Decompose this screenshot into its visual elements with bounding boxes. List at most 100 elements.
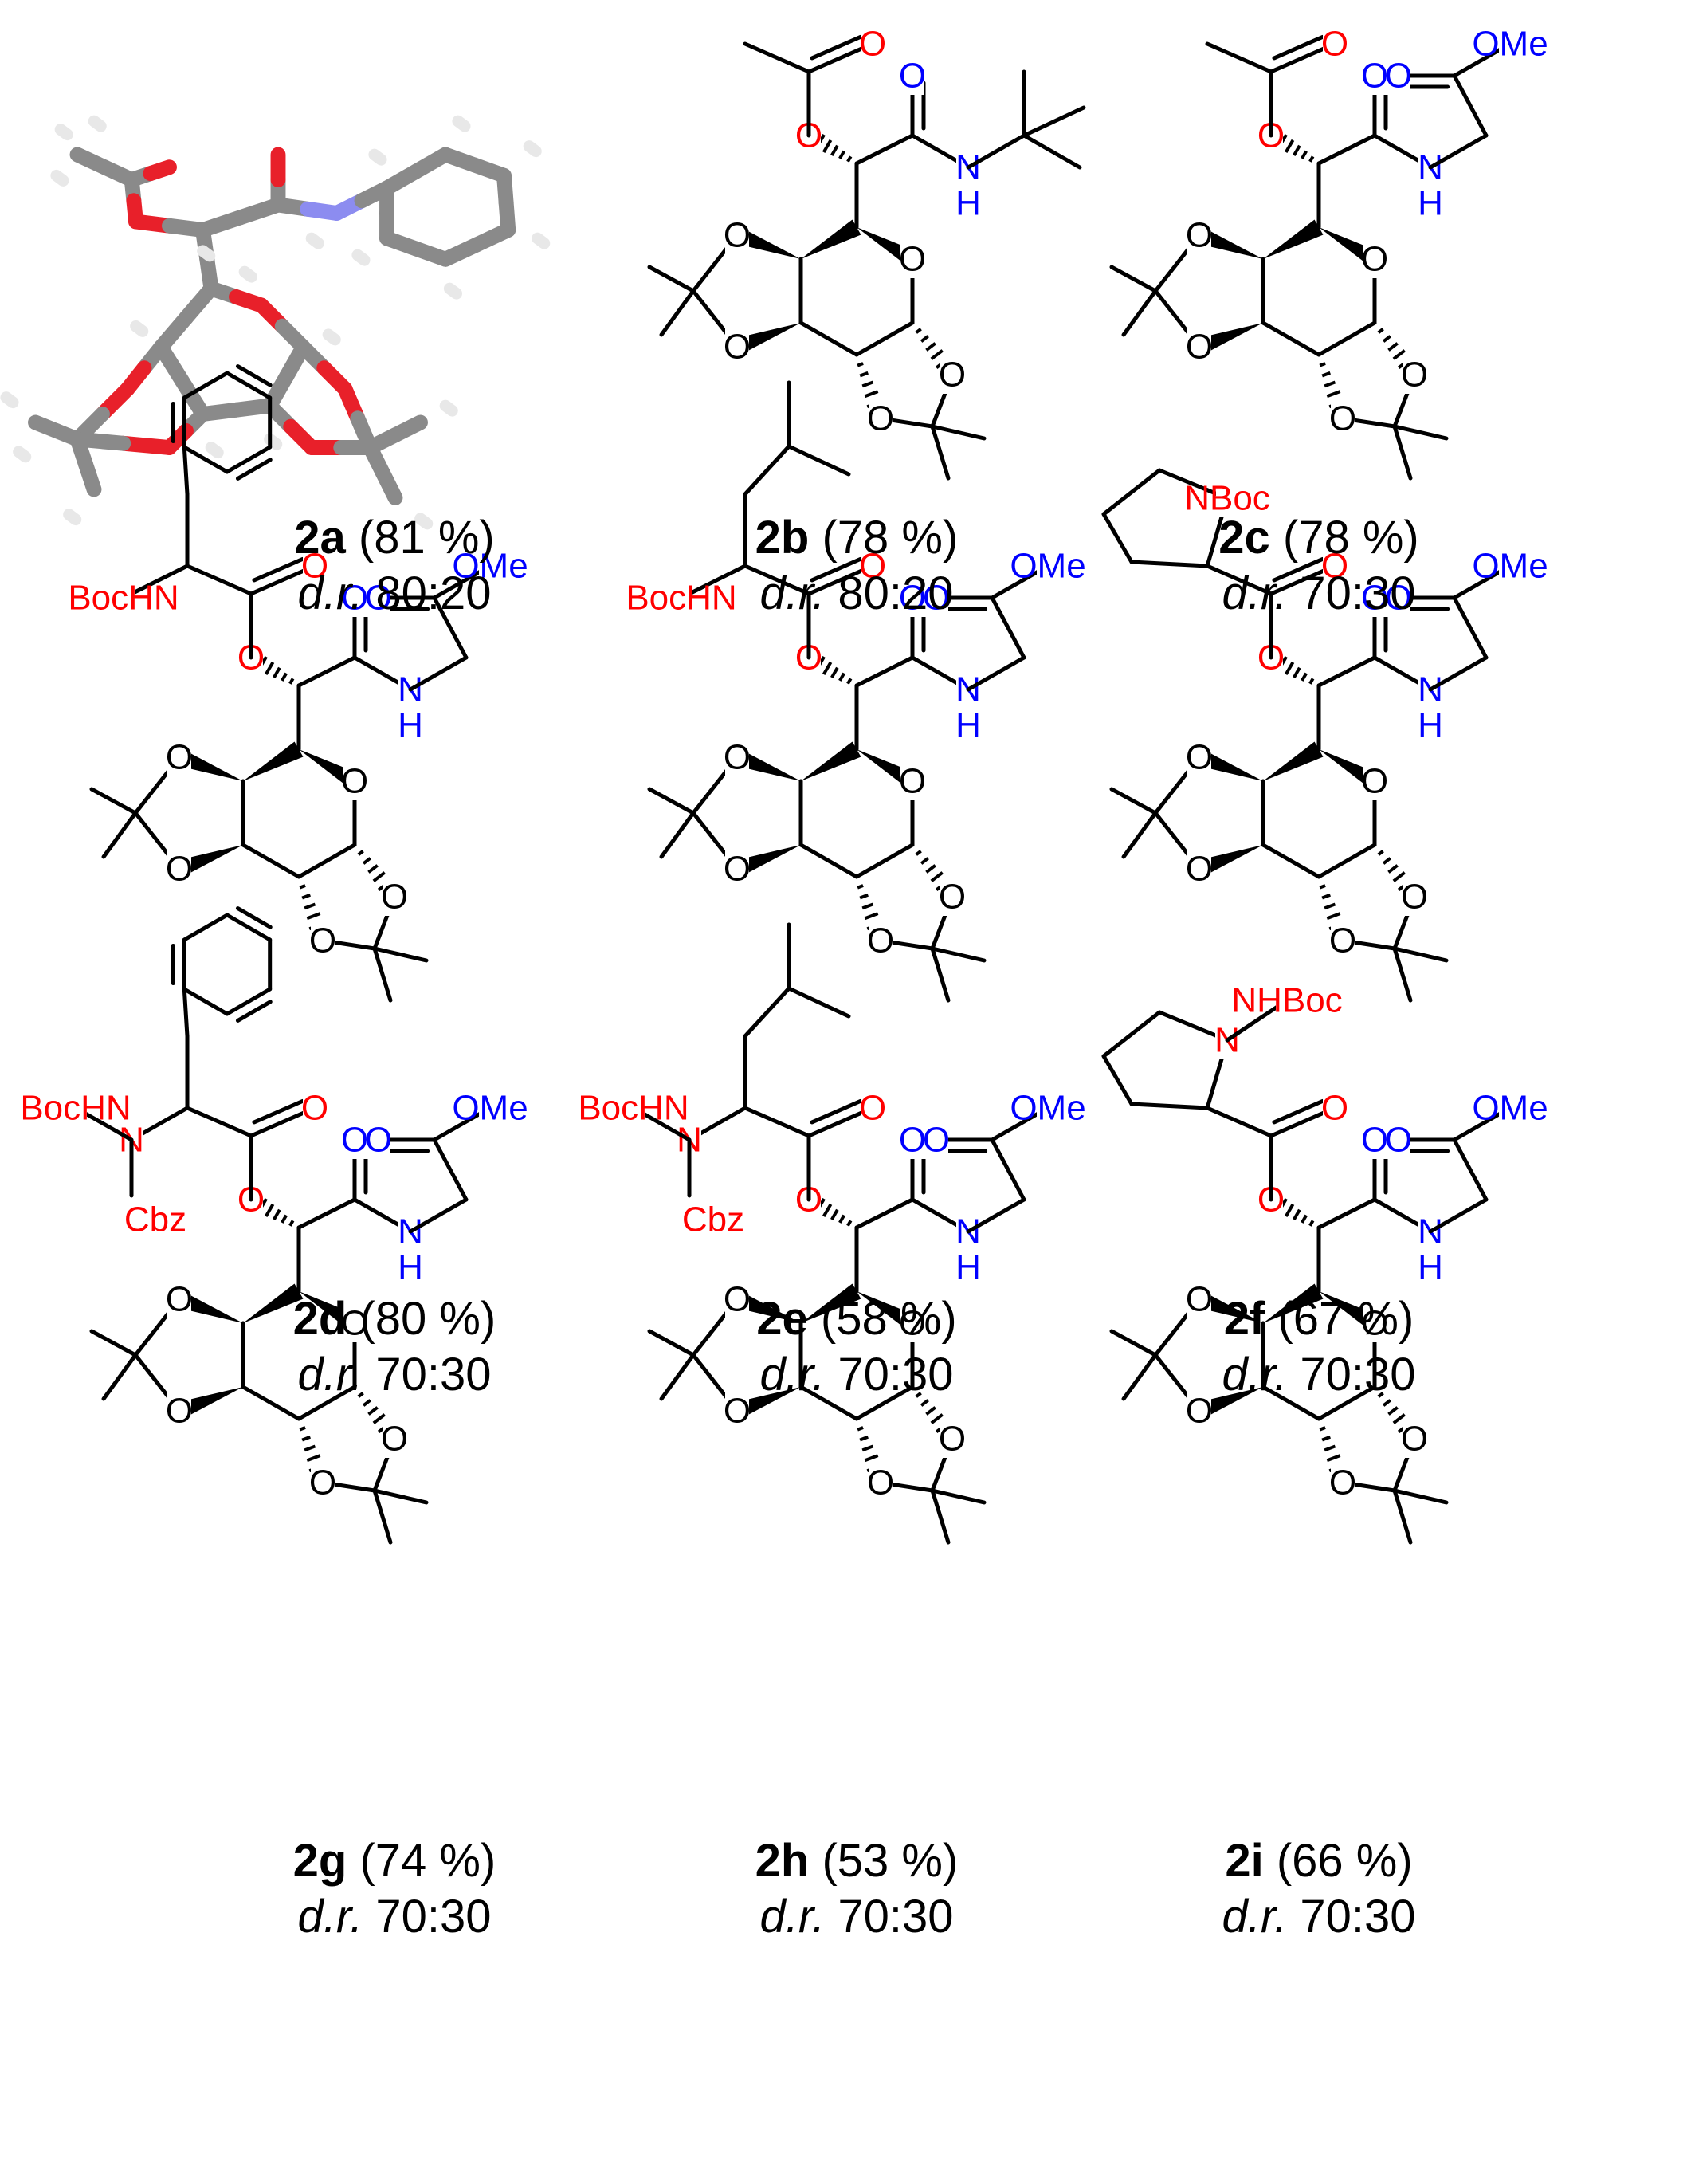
core-wedge	[1196, 1387, 1263, 1420]
dr-line: d.r. 70:30	[171, 1889, 618, 1945]
amide-bond	[854, 133, 915, 166]
bond	[408, 655, 469, 692]
compound-line: 2g (74 %)	[171, 1833, 618, 1889]
bond	[1109, 1329, 1158, 1357]
dr-label: d.r.	[297, 1891, 363, 1942]
ester-carbonyl-oxygen: O	[301, 547, 328, 586]
amide-oxygen: O	[341, 1121, 368, 1160]
bond	[296, 843, 357, 879]
amide-hydrogen: H	[1418, 184, 1443, 223]
bochn-label: BocHN	[68, 579, 179, 618]
nhboc-label: NHBoc	[1231, 981, 1342, 1020]
core-wedge	[801, 219, 861, 259]
phenyl-bond	[182, 913, 230, 942]
amide-bond	[296, 655, 357, 688]
compound-yield: (80 %)	[359, 1293, 496, 1345]
amide-bond	[854, 1197, 915, 1230]
bond	[1205, 1106, 1273, 1138]
double-bond-inner	[235, 364, 273, 387]
core-wedge	[1263, 1283, 1324, 1323]
double-bond-inner	[235, 458, 273, 481]
ester-carbonyl-oxygen: O	[1321, 547, 1348, 586]
amide-oxygen: O	[341, 579, 368, 618]
bond	[1101, 1010, 1162, 1059]
bond	[1316, 320, 1377, 357]
glycine-carbonyl-oxygen: O	[365, 1121, 392, 1160]
compound-line: 2d (80 %)	[171, 1291, 618, 1347]
bond	[854, 843, 915, 879]
glycine-carbonyl-oxygen: O	[923, 1121, 950, 1160]
ring-oxygen: O	[899, 240, 926, 279]
bond	[408, 1197, 469, 1234]
amide-oxygen: O	[899, 1121, 926, 1160]
bond	[854, 320, 915, 357]
acetonide-oxygen: O	[1186, 1280, 1213, 1319]
bond	[372, 946, 393, 1003]
bond	[1392, 1488, 1413, 1545]
acetyl-methyl	[743, 41, 811, 74]
crystal-hydrogen	[351, 249, 371, 266]
bond	[966, 133, 1026, 170]
amide-hydrogen: H	[955, 1248, 981, 1287]
caption-2b: 2b (78 %)d.r. 80:20	[634, 510, 1080, 622]
dr-value: 70:30	[838, 1349, 954, 1400]
dr-value: 70:30	[1300, 1891, 1416, 1942]
acetonide-oxygen: O	[724, 1392, 751, 1431]
glycine-carbonyl-oxygen: O	[1385, 1121, 1412, 1160]
amide-hydrogen: H	[1418, 1248, 1443, 1287]
acetonide-oxygen: O	[1186, 1392, 1213, 1431]
amide-hydrogen: H	[955, 706, 981, 745]
dr-label: d.r.	[1222, 1891, 1288, 1942]
dr-label: d.r.	[297, 1349, 363, 1400]
cbz-label: Cbz	[124, 1200, 186, 1239]
crystal-hydrogen	[205, 442, 224, 459]
compound-yield: (67 %)	[1277, 1293, 1414, 1345]
methoxy-label: OMe	[1010, 1089, 1085, 1128]
caption-2g: 2g (74 %)d.r. 70:30	[171, 1833, 618, 1945]
bond	[659, 289, 696, 337]
crystal-hydrogen	[443, 282, 462, 300]
acetonide-oxygen: O	[1329, 921, 1356, 960]
compound-line: 2h (53 %)	[634, 1833, 1080, 1889]
bond	[743, 1106, 811, 1138]
ring-oxygen: O	[1361, 240, 1388, 279]
bond	[1316, 843, 1377, 879]
acetonide-oxygen: O	[724, 850, 751, 889]
crystal-hydrogen	[63, 509, 82, 526]
acetonide-oxygen: O	[1186, 328, 1213, 367]
bond	[1101, 1054, 1134, 1106]
bond	[647, 787, 696, 815]
ring-oxygen: O	[899, 1304, 926, 1343]
crystal-hydrogen	[305, 232, 324, 249]
bond	[1109, 265, 1158, 293]
double-bond-inner	[252, 556, 305, 583]
dr-line: d.r. 70:30	[634, 1889, 1080, 1945]
dr-line: d.r. 70:30	[1096, 1889, 1542, 1945]
phenyl-bond	[182, 987, 230, 1016]
compound-yield: (74 %)	[359, 1835, 496, 1887]
bond	[1121, 289, 1158, 337]
core-wedge	[1196, 748, 1263, 781]
amide-oxygen: O	[1361, 579, 1388, 618]
methoxy-label: OMe	[452, 1089, 528, 1128]
amide-bond	[1316, 1197, 1377, 1230]
acetonide-oxygen: O	[166, 1280, 193, 1319]
dr-value: 70:30	[375, 1891, 492, 1942]
bond	[1101, 512, 1134, 564]
crystal-stick	[387, 414, 428, 443]
amide-hydrogen: H	[398, 706, 423, 745]
bond	[1392, 1488, 1449, 1505]
bond	[966, 655, 1026, 692]
bond	[1261, 320, 1321, 357]
dr-line: d.r. 70:30	[634, 1347, 1080, 1403]
acetonide-oxygen: O	[166, 738, 193, 777]
phenyl-bond	[182, 371, 230, 400]
crystal-stick	[28, 414, 65, 438]
crystal-hydrogen	[452, 115, 471, 132]
ring-oxygen: O	[341, 762, 368, 801]
bond	[182, 987, 190, 1039]
bond	[1022, 105, 1086, 138]
caption-2a: 2a (81 %)d.r. 80:20	[171, 510, 618, 622]
double-bond-inner	[1272, 1098, 1325, 1125]
